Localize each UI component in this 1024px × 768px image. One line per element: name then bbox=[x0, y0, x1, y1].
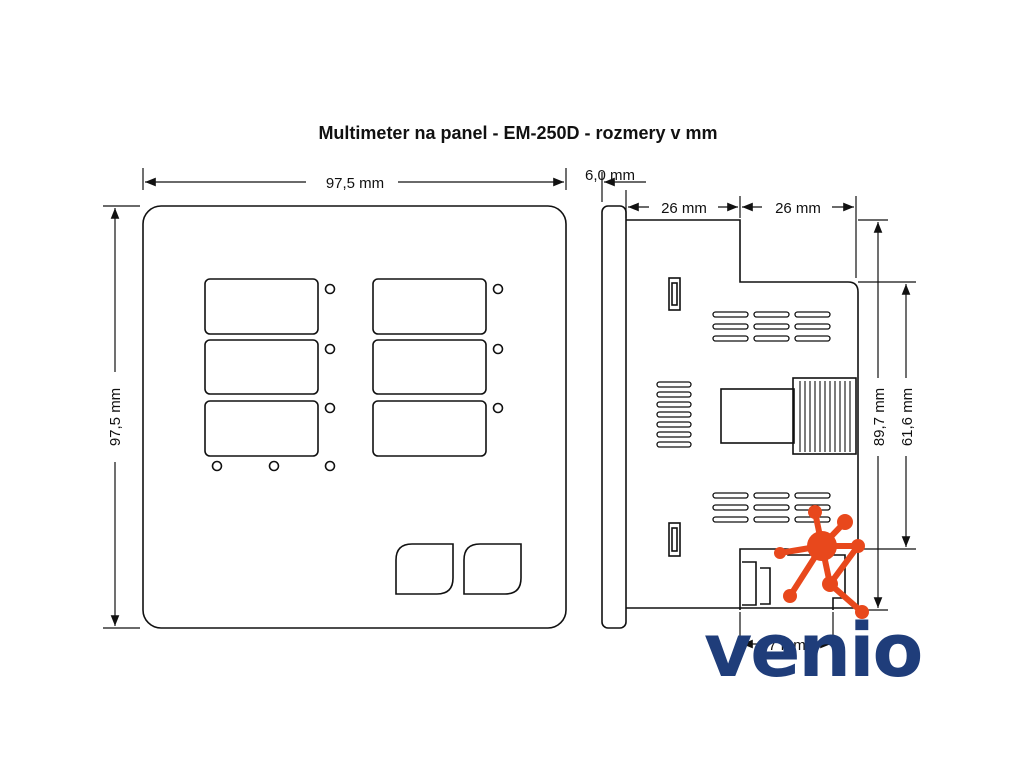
indicator-led bbox=[324, 343, 336, 355]
venio-logo-text: venio bbox=[704, 608, 921, 694]
display-window bbox=[204, 278, 319, 335]
bezel-depth-label: 6,0 mm bbox=[585, 167, 635, 184]
front-width-dimension bbox=[142, 168, 567, 190]
indicator-led bbox=[492, 283, 504, 295]
depth-dimensions bbox=[601, 172, 857, 278]
mounting-clip bbox=[668, 522, 681, 557]
indicator-led bbox=[268, 460, 280, 472]
din-rail-latch bbox=[760, 567, 771, 605]
connector-housing bbox=[792, 377, 857, 455]
depth-a-label: 26 mm bbox=[661, 200, 707, 217]
rail-height-label: 61,6 mm bbox=[899, 388, 916, 446]
display-window bbox=[372, 339, 487, 395]
bottom-dimension bbox=[739, 612, 834, 650]
din-rail-latch bbox=[742, 561, 757, 606]
front-view bbox=[142, 205, 567, 629]
front-key-button bbox=[395, 543, 454, 595]
mounting-clip bbox=[671, 282, 678, 306]
front-width-label: 97,5 mm bbox=[326, 175, 384, 192]
indicator-led bbox=[324, 460, 336, 472]
display-window bbox=[372, 278, 487, 335]
indicator-led bbox=[492, 402, 504, 414]
connector-plug bbox=[720, 388, 795, 444]
drawing-title: Multimeter na panel - EM-250D - rozmery … bbox=[318, 123, 717, 143]
mounting-clip bbox=[671, 527, 678, 552]
front-panel-outline bbox=[142, 205, 567, 629]
indicator-led bbox=[324, 283, 336, 295]
housing-outline bbox=[626, 219, 859, 609]
molecule-mark-icon bbox=[774, 505, 869, 619]
venio-logo: venio bbox=[704, 505, 923, 694]
depth-b-label: 26 mm bbox=[775, 200, 821, 217]
front-key-button bbox=[463, 543, 522, 595]
mounting-clip bbox=[668, 277, 681, 311]
indicator-led bbox=[324, 402, 336, 414]
front-height-label: 97,5 mm bbox=[107, 388, 124, 446]
bottom-dimension-label: 7 mm bbox=[768, 637, 806, 654]
indicator-led bbox=[492, 343, 504, 355]
display-window bbox=[204, 339, 319, 395]
front-height-dimension bbox=[103, 205, 140, 629]
display-window bbox=[372, 400, 487, 457]
side-view bbox=[601, 205, 859, 629]
vertical-dimensions bbox=[858, 219, 916, 611]
indicator-led bbox=[211, 460, 223, 472]
connector-ribs bbox=[799, 381, 851, 452]
display-window bbox=[204, 400, 319, 457]
body-height-label: 89,7 mm bbox=[871, 388, 888, 446]
vent-slots bbox=[656, 311, 831, 523]
bezel-profile bbox=[601, 205, 627, 629]
